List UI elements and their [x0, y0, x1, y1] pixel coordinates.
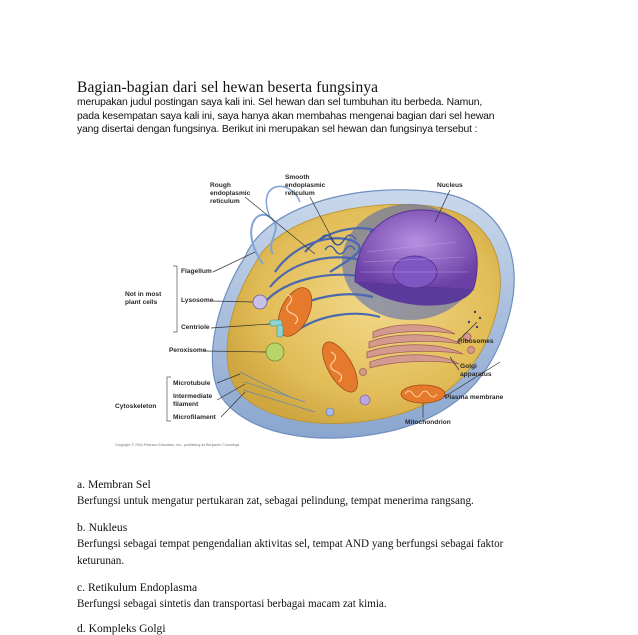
label-centriole: Centriole	[181, 324, 210, 331]
label-cytoskeleton: Cytoskeleton	[115, 403, 156, 410]
section-b-body-line-2: keturunan.	[77, 555, 125, 567]
label-intermediate-1: Intermediate	[173, 393, 213, 400]
label-plasma-membrane: Plasma membrane	[445, 394, 504, 401]
figure-copyright: Copyright © 2004 Pearson Education, Inc.…	[115, 443, 240, 447]
label-smooth-er-3: reticulum	[285, 190, 315, 197]
label-smooth-er-2: endoplasmic	[285, 182, 326, 189]
section-c-body-line-1: Berfungsi sebagai sintetis dan transport…	[77, 598, 387, 610]
label-microfilament: Microfilament	[173, 414, 217, 421]
page-title: Bagian-bagian dari sel hewan beserta fun…	[77, 79, 379, 96]
label-nucleus: Nucleus	[437, 182, 463, 189]
label-not-plant-2: plant cells	[125, 299, 158, 306]
label-rough-er-2: endoplasmic	[210, 190, 251, 197]
label-intermediate-2: filament	[173, 401, 199, 408]
section-c-heading: c. Retikulum Endoplasma	[77, 581, 198, 594]
label-flagellum: Flagellum	[181, 268, 212, 275]
section-a-body-line-1: Berfungsi untuk mengatur pertukaran zat,…	[77, 495, 474, 507]
label-golgi-1: Golgi	[460, 363, 477, 370]
section-d-heading: d. Kompleks Golgi	[77, 622, 166, 635]
mitochondrion-shape	[277, 287, 446, 404]
label-mitochondrion: Mitochondrion	[405, 419, 451, 426]
lysosome-shape	[252, 294, 268, 310]
label-smooth-er-1: Smooth	[285, 174, 310, 181]
nucleus-shape	[342, 204, 478, 320]
label-ribosomes: Ribosomes	[458, 338, 494, 345]
intro-line-1: merupakan judul postingan saya kali ini.…	[77, 97, 483, 108]
label-rough-er-1: Rough	[210, 182, 231, 189]
section-b-heading: b. Nukleus	[77, 521, 128, 534]
section-a-heading: a. Membran Sel	[77, 478, 151, 491]
label-lysosome: Lysosome	[181, 297, 214, 304]
centriole-shape	[269, 319, 284, 338]
label-not-plant-1: Not in most	[125, 291, 162, 298]
intro-line-3: yang disertai dengan fungsinya. Berikut …	[77, 124, 478, 135]
golgi-apparatus-shape	[359, 324, 475, 376]
label-rough-er-3: reticulum	[210, 198, 240, 205]
label-microtubule: Microtubule	[173, 380, 211, 387]
peroxisome-shape	[265, 342, 285, 362]
label-golgi-2: apparatus	[460, 371, 492, 378]
section-b-body-line-1: Berfungsi sebagai tempat pengendalian ak…	[77, 538, 504, 550]
label-peroxisome: Peroxisome	[169, 347, 207, 354]
intro-line-2: pada kesempatan saya kali ini, saya hany…	[77, 111, 495, 122]
animal-cell-diagram: Rough endoplasmic reticulum Smooth endop…	[115, 174, 515, 447]
